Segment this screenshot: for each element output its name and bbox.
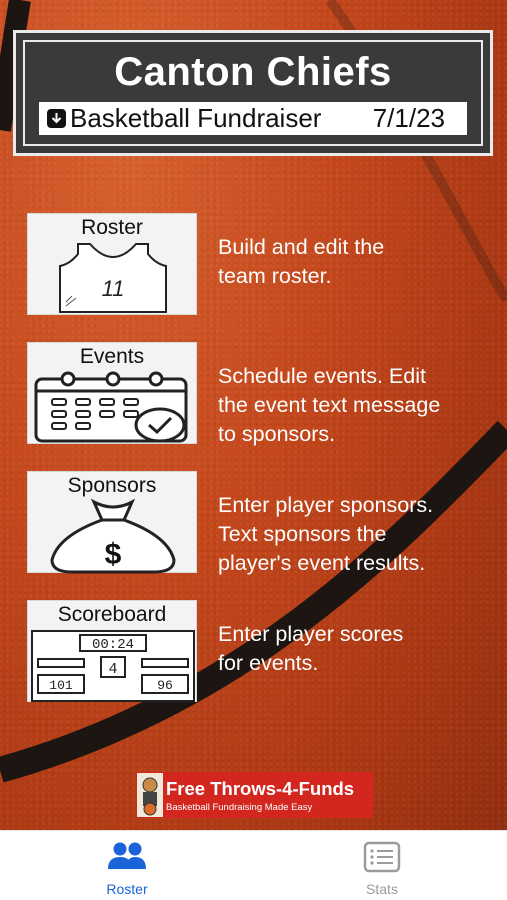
event-selector[interactable]: Basketball Fundraiser 7/1/23 <box>39 102 467 135</box>
sponsors-desc-line: player's event results. <box>218 551 426 575</box>
tab-stats[interactable]: Stats <box>322 837 442 897</box>
away-score: 96 <box>157 678 173 693</box>
jersey-icon: 11 <box>59 243 167 313</box>
scoreboard-period: 4 <box>108 661 117 678</box>
scoreboard-description: Enter player scores for events. <box>218 620 488 678</box>
event-name: Basketball Fundraiser <box>70 103 322 133</box>
calendar-icon <box>34 371 188 443</box>
list-icon <box>363 841 401 873</box>
scoreboard-title: Scoreboard <box>57 603 167 626</box>
tab-stats-label: Stats <box>366 881 398 897</box>
team-name: Canton Chiefs <box>114 50 392 94</box>
banner-subtitle: Basketball Fundraising Made Easy <box>166 802 313 813</box>
mascot-logo-icon <box>137 773 163 817</box>
roster-title: Roster <box>81 216 143 239</box>
menu-row-roster: Roster 11 Build and edit the team roster… <box>27 213 487 315</box>
events-desc-line: Schedule events. Edit <box>218 364 426 388</box>
home-score: 101 <box>49 678 73 693</box>
events-title: Events <box>79 345 145 368</box>
sponsors-desc-line: Enter player sponsors. <box>218 493 434 517</box>
people-icon <box>108 842 146 869</box>
sponsors-desc-line: Text sponsors the <box>218 522 387 546</box>
roster-desc-line: Build and edit the <box>218 235 385 259</box>
event-header: Canton Chiefs Basketball Fundraiser 7/1/… <box>13 30 493 156</box>
sponsors-description: Enter player sponsors. Text sponsors the… <box>218 491 488 578</box>
dollar-sign: $ <box>105 538 122 571</box>
scoreboard-clock: 00:24 <box>92 637 134 653</box>
jersey-number: 11 <box>102 276 125 301</box>
scoreboard-icon: 00:24 4 101 96 <box>31 630 195 702</box>
banner-title: Free Throws-4-Funds <box>166 778 355 799</box>
events-description: Schedule events. Edit the event text mes… <box>218 362 488 449</box>
roster-desc-line: team roster. <box>218 264 332 288</box>
dropdown-arrow-icon[interactable] <box>47 109 66 128</box>
sponsors-title: Sponsors <box>67 474 157 497</box>
sponsor-banner[interactable]: Free Throws-4-Funds Basketball Fundraisi… <box>136 772 373 818</box>
sponsors-button[interactable]: Sponsors $ <box>27 471 197 574</box>
scoreboard-desc-line: for events. <box>218 651 319 675</box>
roster-button[interactable]: Roster 11 <box>27 213 197 315</box>
menu-row-sponsors: Sponsors $ Enter player sponsors. Text s… <box>27 471 487 575</box>
events-desc-line: to sponsors. <box>218 422 336 446</box>
money-bag-icon: $ <box>50 498 176 574</box>
scoreboard-button[interactable]: Scoreboard 00:24 4 101 96 <box>27 600 197 702</box>
tab-roster[interactable]: Roster <box>67 837 187 897</box>
scoreboard-desc-line: Enter player scores <box>218 622 404 646</box>
roster-description: Build and edit the team roster. <box>218 233 488 291</box>
events-button[interactable]: Events <box>27 342 197 444</box>
tab-bar: Roster Stats <box>0 830 507 900</box>
tab-roster-label: Roster <box>106 881 148 897</box>
event-date: 7/1/23 <box>372 103 445 133</box>
menu-row-scoreboard: Scoreboard 00:24 4 101 96 Enter player s… <box>27 600 487 702</box>
events-desc-line: the event text message <box>218 393 441 417</box>
header-frame: Canton Chiefs Basketball Fundraiser 7/1/… <box>23 40 483 146</box>
menu-row-events: Events Schedule events. Edit the event t… <box>27 342 487 446</box>
